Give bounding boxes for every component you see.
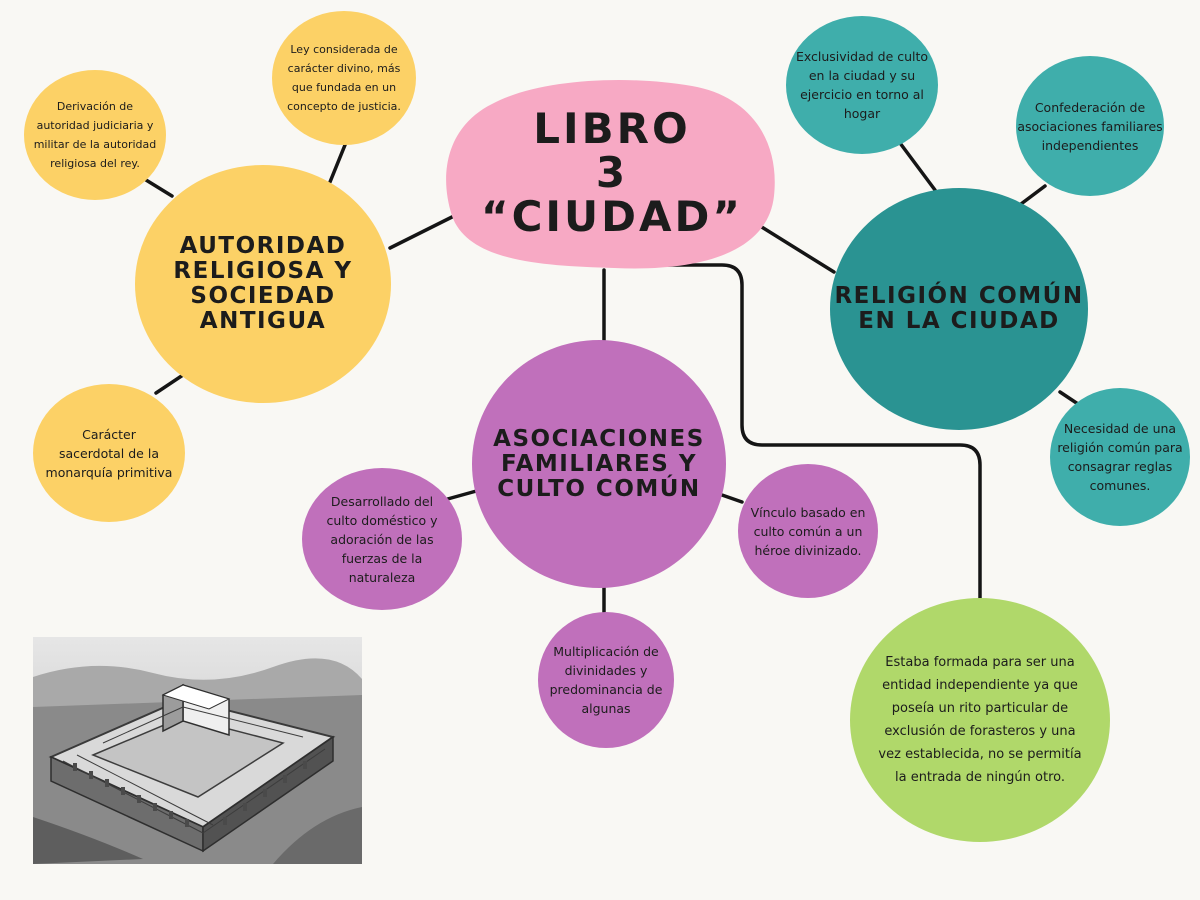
city-note: Estaba formada para ser una entidad inde… (850, 598, 1110, 842)
connector-center-left (388, 212, 460, 250)
left-leaf-1: Derivación de autoridad judiciaria y mil… (24, 70, 166, 200)
bottom-leaf-1: Desarrollado del culto doméstico y adora… (302, 468, 462, 610)
bottom-hub-title: ASOCIACIONES FAMILIARES Y CULTO COMÚN (493, 425, 705, 502)
connector-left-leaf-2 (328, 143, 347, 184)
center-node: LIBRO 3 “CIUDAD” (454, 88, 770, 258)
ancient-city-icon (33, 637, 362, 864)
right-leaf-3-text: Necesidad de una religión común para con… (1057, 421, 1183, 493)
left-hub: AUTORIDAD RELIGIOSA Y SOCIEDAD ANTIGUA (135, 165, 391, 403)
city-note-text: Estaba formada para ser una entidad inde… (878, 655, 1082, 785)
connector-right-leaf-3 (1058, 390, 1080, 406)
bottom-leaf-1-text: Desarrollado del culto doméstico y adora… (326, 493, 438, 585)
connector-left-leaf-3 (154, 373, 185, 395)
bottom-hub: ASOCIACIONES FAMILIARES Y CULTO COMÚN (472, 340, 726, 588)
left-hub-title: AUTORIDAD RELIGIOSA Y SOCIEDAD ANTIGUA (173, 233, 353, 334)
right-leaf-2-text: Confederación de asociaciones familiares… (1017, 99, 1163, 153)
right-leaf-2: Confederación de asociaciones familiares… (1016, 56, 1164, 196)
center-blob (446, 80, 775, 269)
right-leaf-1-text: Exclusividad de culto en la ciudad y su … (795, 49, 929, 121)
left-leaf-1-text: Derivación de autoridad judiciaria y mil… (33, 100, 157, 170)
left-leaf-2-text: Ley considerada de carácter divino, más … (287, 43, 401, 113)
connector-center-note (650, 263, 982, 602)
connector-center-right (758, 224, 836, 274)
bottom-leaf-2-text: Multiplicación de divinidades y predomin… (549, 644, 663, 716)
left-leaf-2: Ley considerada de carácter divino, más … (272, 11, 416, 145)
center-title: LIBRO 3 “CIUDAD” (481, 104, 743, 241)
left-leaf-3-text: Carácter sacerdotal de la monarquía prim… (45, 426, 173, 480)
right-hub-title: RELIGIÓN COMÚN EN LA CIUDAD (834, 283, 1084, 334)
ancient-city-illustration (33, 637, 362, 864)
bottom-leaf-3-text: Vínculo basado en culto común a un héroe… (750, 504, 866, 558)
bottom-leaf-3: Vínculo basado en culto común a un héroe… (738, 464, 878, 598)
right-leaf-1: Exclusividad de culto en la ciudad y su … (786, 16, 938, 154)
connector-right-leaf-2 (1019, 184, 1047, 206)
bottom-leaf-2: Multiplicación de divinidades y predomin… (538, 612, 674, 748)
connector-left-leaf-1 (144, 178, 174, 198)
left-leaf-3: Carácter sacerdotal de la monarquía prim… (33, 384, 185, 522)
connector-bottom-leaf-3 (720, 493, 744, 504)
right-leaf-3: Necesidad de una religión común para con… (1050, 388, 1190, 526)
right-hub: RELIGIÓN COMÚN EN LA CIUDAD (830, 188, 1088, 430)
connector-bottom-leaf-1 (442, 488, 482, 502)
connector-right-leaf-1 (898, 141, 937, 192)
